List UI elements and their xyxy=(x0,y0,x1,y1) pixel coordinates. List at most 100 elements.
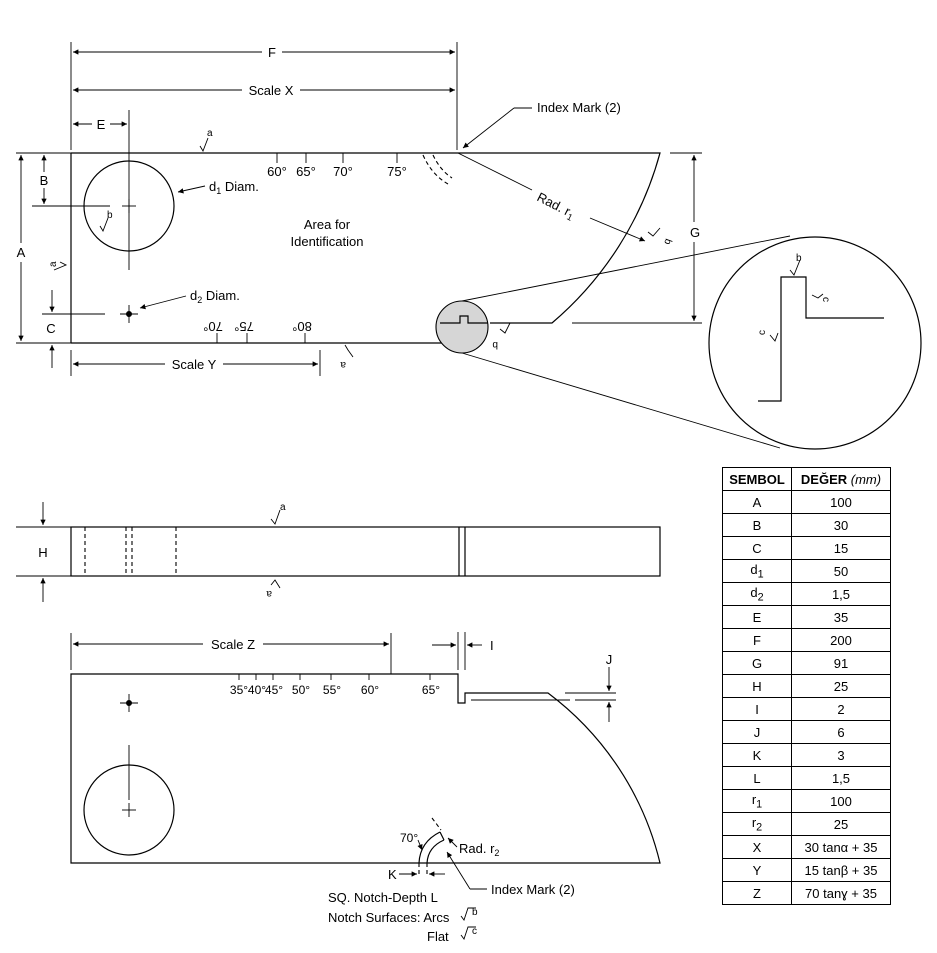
angle-top-2: 70° xyxy=(333,164,353,179)
table-cell-value: 3 xyxy=(791,743,891,767)
table-cell-value: 25 xyxy=(791,812,891,836)
table-cell-symbol: E xyxy=(722,605,792,629)
dim-e-label: E xyxy=(97,117,106,132)
table-cell-value: 25 xyxy=(791,674,891,698)
table-cell-symbol: B xyxy=(722,513,792,537)
angle-z-5: 60° xyxy=(361,683,379,697)
symbol-text: C xyxy=(752,540,762,556)
table-cell-symbol: F xyxy=(722,628,792,652)
table-row: L 1,5 xyxy=(722,766,891,790)
table-cell-value: 1,5 xyxy=(791,582,891,606)
d1-hole: b d1 Diam. xyxy=(83,160,259,252)
notch-depth-label: SQ. Notch-Depth L xyxy=(328,890,438,905)
notch-detail: b c c xyxy=(708,236,922,450)
dim-f-label: F xyxy=(268,45,276,60)
symbol-subscript: 1 xyxy=(756,798,763,811)
d2-label: d2 Diam. xyxy=(190,288,240,305)
symbol-text: A xyxy=(752,494,762,510)
dim-c: C xyxy=(46,290,56,368)
finish-a-bottom: a xyxy=(340,359,346,370)
scale-z-label: Scale Z xyxy=(211,637,255,652)
bottom-view: Scale Z I J 35° 40° 45° 50° 55° 60° 65° xyxy=(70,632,661,944)
table-cell-value: 35 xyxy=(791,605,891,629)
symbol-text: r xyxy=(751,814,757,830)
symbol-text: L xyxy=(753,770,761,786)
dim-scale-z: Scale Z xyxy=(73,637,389,652)
table-row: d1 50 xyxy=(722,559,891,583)
table-cell-value: 15 tanβ + 35 xyxy=(791,858,891,882)
table-header-row: SEMBOL DEĞER (mm) xyxy=(722,467,891,491)
rad-r2-label: Rad. r2 xyxy=(459,841,499,858)
angle-top-3: 75° xyxy=(387,164,407,179)
dim-scale-x: Scale X xyxy=(73,83,455,98)
table-row: H 25 xyxy=(722,674,891,698)
header-symbol: SEMBOL xyxy=(722,467,792,491)
dim-e: E xyxy=(73,117,127,132)
dim-b: B xyxy=(40,155,48,204)
d1-label: d1 Diam. xyxy=(209,179,259,196)
symbol-text: J xyxy=(753,724,761,740)
area-line-2: Identification xyxy=(291,234,364,249)
angle-top-0: 60° xyxy=(267,164,287,179)
table-cell-value: 30 xyxy=(791,513,891,537)
symbol-text: G xyxy=(751,655,763,671)
area-line-1: Area for xyxy=(304,217,351,232)
table-cell-value: 1,5 xyxy=(791,766,891,790)
header-value-text: DEĞER xyxy=(800,471,848,487)
notes-finish-b: b xyxy=(472,907,478,918)
scale-x-label: Scale X xyxy=(249,83,294,98)
table-cell-symbol: r1 xyxy=(722,789,792,813)
dim-i-label: I xyxy=(490,638,494,653)
finish-b-hole: b xyxy=(107,210,113,221)
dim-h-label: H xyxy=(38,545,47,560)
table-cell-symbol: d2 xyxy=(722,582,792,606)
angle-z-1: 40° xyxy=(248,683,266,697)
table-cell-symbol: H xyxy=(722,674,792,698)
table-cell-value: 50 xyxy=(791,559,891,583)
table-cell-value: 70 tanɣ + 35 xyxy=(791,881,891,905)
table-cell-value: 200 xyxy=(791,628,891,652)
detail-finish-c1: c xyxy=(820,297,831,302)
table-cell-symbol: J xyxy=(722,720,792,744)
symbol-text: K xyxy=(752,747,762,763)
scale-y-label: Scale Y xyxy=(172,357,217,372)
table-row: E 35 xyxy=(722,605,891,629)
dim-k-label: K xyxy=(388,867,397,882)
table-cell-symbol: G xyxy=(722,651,792,675)
table-cell-value: 30 tanα + 35 xyxy=(791,835,891,859)
symbol-text: d xyxy=(750,561,758,577)
dim-j-label: J xyxy=(606,652,613,667)
angle-bottom-1: 75° xyxy=(234,319,254,334)
index-mark-bottom-label: Index Mark (2) xyxy=(491,882,575,897)
symbol-subscript: 2 xyxy=(756,821,763,834)
symbol-text: B xyxy=(752,517,762,533)
symbol-text: H xyxy=(752,678,762,694)
symbol-subscript: 1 xyxy=(757,568,764,581)
finish-b-notch: b xyxy=(492,339,498,350)
dim-scale-y: Scale Y xyxy=(73,357,318,372)
rad-r1-label: Rad. r1 xyxy=(534,189,578,222)
notch-surfaces-label: Notch Surfaces: Arcs xyxy=(328,910,450,925)
detail-finish-c2: c xyxy=(757,330,768,335)
index-mark-top-label: Index Mark (2) xyxy=(537,100,621,115)
notch-callout-circle xyxy=(435,300,489,354)
finish-a-top: a xyxy=(207,128,213,139)
symbol-text: Z xyxy=(753,885,761,901)
index-mark-top: Index Mark (2) xyxy=(462,100,621,149)
symbol-text: E xyxy=(752,609,762,625)
table-cell-symbol: L xyxy=(722,766,792,790)
table-cell-symbol: I xyxy=(722,697,792,721)
table-cell-value: 6 xyxy=(791,720,891,744)
symbol-text: I xyxy=(755,701,759,717)
dim-g: G xyxy=(690,155,700,321)
